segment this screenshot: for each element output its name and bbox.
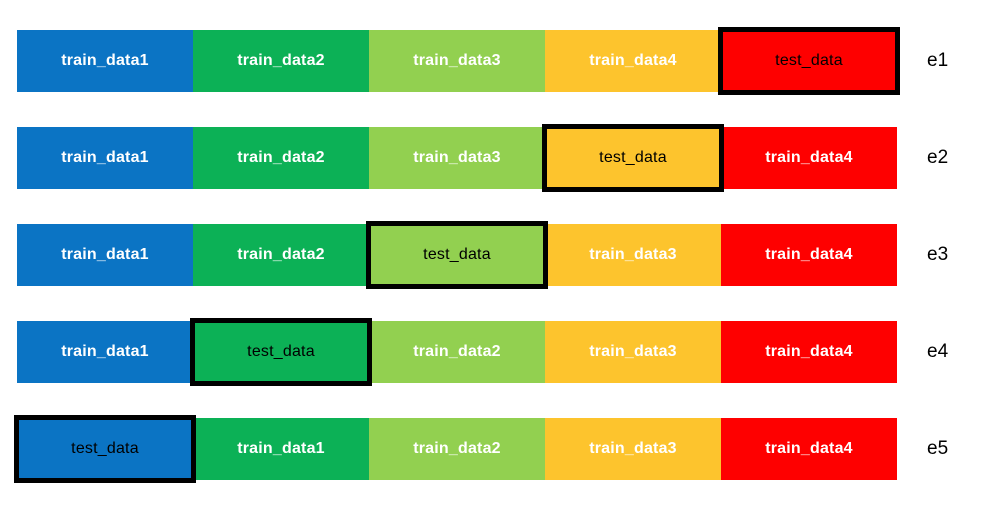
- fold-segment-test: test_data: [718, 27, 900, 95]
- fold-bar: test_data train_data1 train_data2 train_…: [14, 415, 897, 483]
- fold-segment: train_data4: [545, 30, 721, 92]
- fold-segment: train_data1: [17, 127, 193, 189]
- fold-segment: train_data1: [17, 224, 193, 286]
- fold-segment: train_data2: [369, 321, 545, 383]
- fold-segment: train_data2: [193, 127, 369, 189]
- fold-segment: train_data1: [17, 321, 193, 383]
- fold-row-e5: test_data train_data1 train_data2 train_…: [14, 415, 988, 483]
- row-label-e1: e1: [927, 50, 949, 71]
- fold-bar: train_data1 test_data train_data2 train_…: [17, 318, 897, 386]
- fold-segment-test: test_data: [14, 415, 196, 483]
- fold-segment-test: test_data: [190, 318, 372, 386]
- fold-segment: train_data3: [545, 321, 721, 383]
- fold-row-e4: train_data1 test_data train_data2 train_…: [17, 318, 988, 386]
- row-label-e2: e2: [927, 147, 949, 168]
- fold-segment: train_data4: [721, 321, 897, 383]
- fold-bar: train_data1 train_data2 train_data3 test…: [17, 124, 897, 192]
- fold-segment: train_data2: [193, 30, 369, 92]
- fold-segment: train_data3: [545, 224, 721, 286]
- fold-bar: train_data1 train_data2 train_data3 trai…: [17, 27, 900, 95]
- row-label-e3: e3: [927, 244, 949, 265]
- row-label-e5: e5: [927, 438, 949, 459]
- fold-bar: train_data1 train_data2 test_data train_…: [17, 221, 897, 289]
- fold-segment: train_data4: [721, 224, 897, 286]
- fold-segment: train_data3: [369, 30, 545, 92]
- fold-row-e2: train_data1 train_data2 train_data3 test…: [17, 124, 988, 192]
- fold-segment: train_data1: [17, 30, 193, 92]
- fold-segment: train_data4: [721, 418, 897, 480]
- fold-segment-test: test_data: [366, 221, 548, 289]
- fold-row-e3: train_data1 train_data2 test_data train_…: [17, 221, 988, 289]
- fold-segment: train_data2: [369, 418, 545, 480]
- fold-segment: train_data3: [545, 418, 721, 480]
- row-label-e4: e4: [927, 341, 949, 362]
- fold-segment-test: test_data: [542, 124, 724, 192]
- fold-segment: train_data2: [193, 224, 369, 286]
- fold-segment: train_data1: [193, 418, 369, 480]
- fold-row-e1: train_data1 train_data2 train_data3 trai…: [17, 27, 988, 95]
- fold-segment: train_data4: [721, 127, 897, 189]
- fold-segment: train_data3: [369, 127, 545, 189]
